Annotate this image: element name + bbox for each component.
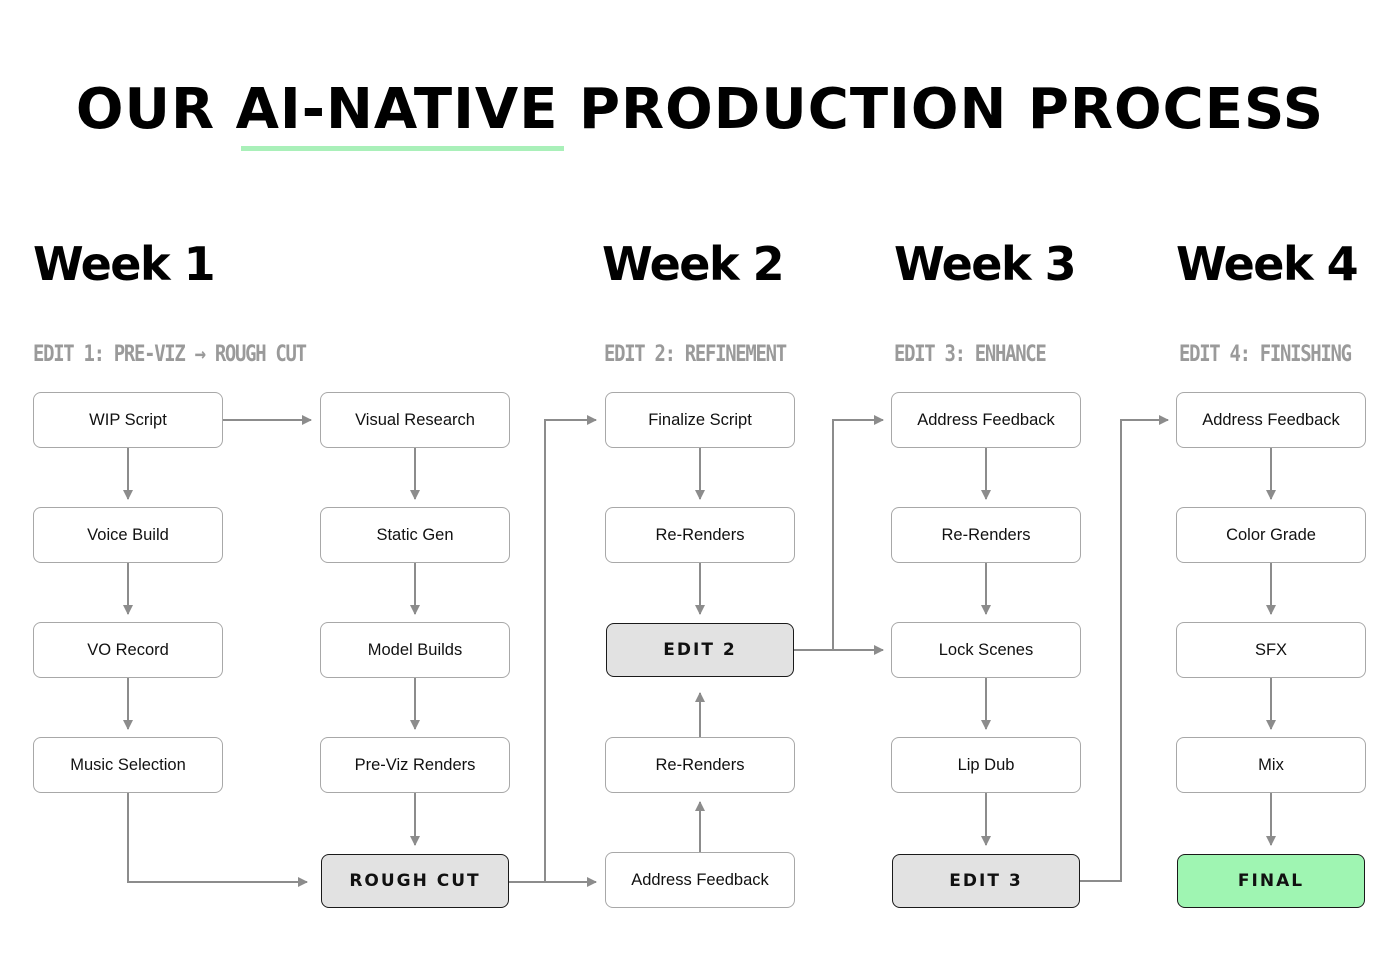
title-highlight-underline — [241, 146, 564, 151]
week-2-heading: Week 2 — [602, 237, 785, 291]
node-lip-dub: Lip Dub — [891, 737, 1081, 793]
arrow-edit-2-to-w3-address-feedback — [794, 415, 884, 651]
week-3-heading: Week 3 — [894, 237, 1077, 291]
node-w2-rerenders-top: Re-Renders — [605, 507, 795, 563]
node-color-grade: Color Grade — [1176, 507, 1366, 563]
node-rough-cut-milestone: ROUGH CUT — [321, 854, 509, 908]
week-4-heading: Week 4 — [1176, 237, 1359, 291]
node-w2-rerenders-bottom: Re-Renders — [605, 737, 795, 793]
node-mix: Mix — [1176, 737, 1366, 793]
node-visual-research: Visual Research — [320, 392, 510, 448]
node-w4-address-feedback: Address Feedback — [1176, 392, 1366, 448]
node-finalize-script: Finalize Script — [605, 392, 795, 448]
node-edit-2-milestone: EDIT 2 — [606, 623, 794, 677]
node-w2-address-feedback: Address Feedback — [605, 852, 795, 908]
title-highlight: AI-NATIVE — [235, 77, 559, 142]
title-suffix: PRODUCTION PROCESS — [579, 77, 1325, 142]
node-wip-script: WIP Script — [33, 392, 223, 448]
node-voice-build: Voice Build — [33, 507, 223, 563]
node-sfx: SFX — [1176, 622, 1366, 678]
node-static-gen: Static Gen — [320, 507, 510, 563]
node-model-builds: Model Builds — [320, 622, 510, 678]
node-vo-record: VO Record — [33, 622, 223, 678]
node-music-selection: Music Selection — [33, 737, 223, 793]
week-1-heading: Week 1 — [33, 237, 216, 291]
phase-label-edit-1: EDIT 1: PRE-VIZ → ROUGH CUT — [33, 342, 307, 367]
node-previz-renders: Pre-Viz Renders — [320, 737, 510, 793]
page-title: OUR AI-NATIVE PRODUCTION PROCESS — [0, 74, 1400, 146]
node-w3-rerenders: Re-Renders — [891, 507, 1081, 563]
node-w3-address-feedback: Address Feedback — [891, 392, 1081, 448]
phase-label-edit-4: EDIT 4: FINISHING — [1179, 342, 1352, 367]
node-final-milestone: FINAL — [1177, 854, 1365, 908]
phase-label-edit-3: EDIT 3: ENHANCE — [894, 342, 1047, 367]
arrow-music-selection-to-rough-cut — [127, 793, 308, 887]
node-lock-scenes: Lock Scenes — [891, 622, 1081, 678]
title-prefix: OUR — [75, 77, 216, 142]
arrow-edit-3-to-w4-address-feedback — [1079, 415, 1169, 882]
arrow-rough-cut-to-finalize-script — [509, 415, 597, 883]
node-edit-3-milestone: EDIT 3 — [892, 854, 1080, 908]
phase-label-edit-2: EDIT 2: REFINEMENT — [604, 342, 787, 367]
